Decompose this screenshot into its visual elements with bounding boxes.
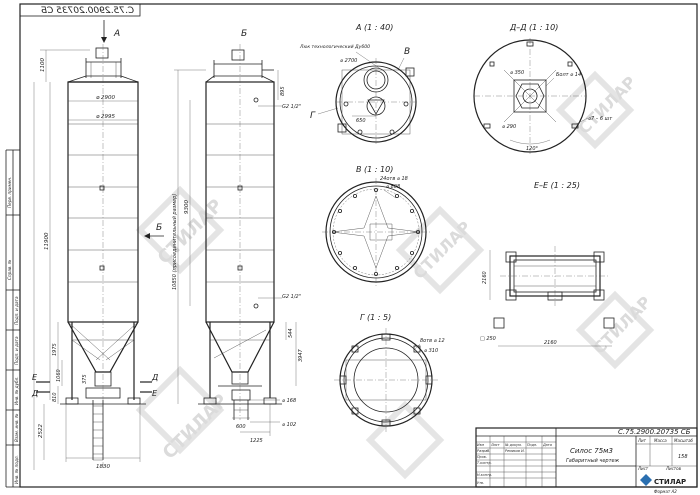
view-a-d2700: ⌀ 2700 [340, 58, 357, 64]
side-dim-g-upper: G2 1/2" [282, 104, 301, 110]
margin-label-first-use: Перв. примен. [7, 177, 12, 208]
view-ee-h2160: 2160 [482, 271, 488, 284]
front-dim-1060: 1060 [56, 369, 62, 382]
title-role-ncontrol: Н.контр. [477, 473, 492, 477]
title-product-name: Силос 75м3 [570, 447, 613, 455]
front-dim-top: 1100 [40, 58, 46, 72]
top-left-code-box: С.75.2900.20735 СБ [19, 3, 141, 17]
view-dd-d350: ⌀ 350 [510, 70, 524, 76]
front-dim-810: 810 [52, 392, 58, 402]
view-g-title: Г (1 : 5) [360, 313, 391, 322]
view-v: В (1 : 10) 24отв ⌀ 18 ⌀ 808 [322, 165, 430, 286]
margin-label-repl-inv: Взам. инв. № [14, 413, 19, 442]
front-dim-375: 375 [82, 374, 88, 384]
title-mass-value: 158 [678, 454, 688, 460]
front-dim-1975: 1975 [52, 343, 58, 356]
title-drawing-type: Габаритный чертеж [566, 458, 620, 464]
front-view-arrow-label: А [113, 29, 120, 39]
front-dim-2522: 2522 [38, 424, 44, 438]
front-dim-1830: 1830 [96, 464, 110, 470]
company-logo: СТИЛАР [640, 474, 686, 486]
view-a-hatch-label: Люк технологический Ду600 [299, 44, 370, 50]
view-dd-d290: ⌀ 290 [502, 124, 516, 130]
side-view: Б 895 [172, 29, 304, 444]
title-sheet: Лист [637, 466, 649, 471]
title-col-scale: Масштаб [674, 438, 694, 443]
side-view-title: Б [241, 29, 247, 39]
view-dd-title: Д–Д (1 : 10) [509, 23, 558, 32]
front-dim-d2900: ⌀ 2900 [96, 95, 116, 101]
title-row-list: Лист [490, 443, 501, 447]
title-role-tcontrol: Т.контр. [477, 461, 492, 465]
title-row-sign: Подп. [527, 443, 537, 447]
view-a-650: 650 [356, 118, 366, 124]
view-dd-bolt: Болт ⌀ 14 [556, 72, 581, 78]
view-a: А (1 : 40) Люк технологический Ду600 ⌀ 2… [299, 23, 417, 146]
side-dim-d168: ⌀ 168 [282, 398, 296, 404]
side-dim-895: 895 [280, 86, 286, 96]
watermark-layer: СТИЛАР СТИЛАР СТИЛАР СТИЛАР СТИЛАР [135, 70, 655, 480]
view-g: Г (1 : 5) 8отв ⌀ 12 ⌀ 310 [334, 313, 445, 432]
side-dim-g-lower: G2 1/2" [282, 294, 301, 300]
title-row-doc: № докум. [504, 443, 522, 447]
view-a-mark-g: Г [310, 111, 316, 121]
view-a-mark-v: В [404, 47, 410, 57]
view-dd-holes: ⌀7 – 6 шт [588, 116, 613, 122]
front-view: А [31, 20, 164, 470]
title-row-date: Дата [542, 443, 552, 447]
title-col-mass: Масса [654, 438, 667, 443]
title-row-izm: Изм [477, 443, 484, 447]
side-dim-1225: 1225 [250, 438, 263, 444]
margin-label-orig-inv: Инв. № подл. [14, 455, 19, 484]
margin-label-ref-no: Справ. № [7, 259, 12, 280]
front-dim-d2995: ⌀ 2995 [96, 114, 116, 120]
side-dim-total: 10850 (присоединительный размер) [172, 194, 178, 290]
view-g-bolt: 8отв ⌀ 12 [420, 338, 445, 344]
title-sheets: Листов [665, 466, 682, 471]
view-v-d808: ⌀ 808 [386, 184, 400, 190]
format-label: Формат А2 [654, 489, 677, 494]
front-view-b-mark: Б [156, 223, 162, 233]
side-dim-3947: 3947 [298, 348, 304, 362]
front-section-mark-e-right: Е [152, 389, 158, 398]
view-dd-angle: 120° [526, 146, 539, 152]
view-g-d310: ⌀ 310 [424, 348, 438, 354]
title-role-approve: Утв. [477, 481, 484, 485]
view-v-bolt: 24отв ⌀ 18 [380, 176, 408, 182]
view-ee-sq: □ 250 [480, 336, 496, 342]
front-section-mark-d-right: Д [151, 373, 158, 382]
margin-label-sign-date-1: Подп. и дата [14, 336, 19, 365]
view-v-title: В (1 : 10) [356, 165, 393, 174]
margin-label-dup-inv: Инв. № дубл. [14, 376, 19, 405]
side-dim-600: 600 [236, 424, 246, 430]
title-block-code: С.75.2900.20735 СБ [618, 428, 691, 436]
logo-text: СТИЛАР [654, 478, 686, 486]
margin-label-sign-date-2: Подп. и дата [14, 296, 19, 325]
front-section-mark-d-left: Д [31, 389, 38, 398]
title-block: С.75.2900.20735 СБ Лит Масса Масштаб 158… [475, 427, 698, 494]
view-dd: Д–Д (1 : 10) ⌀ 350 Болт ⌀ 14 ⌀ 290 ⌀7 – … [473, 23, 613, 154]
title-role-dev: Разраб. [477, 449, 490, 453]
side-dim-9300: 9300 [184, 200, 190, 214]
left-margin-labels: Перв. примен. Справ. № Подп. и дата Инв.… [7, 177, 19, 484]
top-left-code: С.75.2900.20735 СБ [41, 6, 134, 16]
view-ee-w2160: 2160 [544, 340, 557, 346]
sheet-frame [5, 3, 698, 488]
title-col-lit: Лит [637, 438, 647, 443]
side-dim-544: 544 [288, 328, 294, 338]
front-dim-height: 11900 [44, 232, 50, 250]
view-ee: Е–Е (1 : 25) 2160 2160 □ 250 [480, 181, 615, 347]
view-a-title: А (1 : 40) [355, 23, 393, 32]
title-role-check: Пров. [477, 455, 487, 459]
front-section-mark-e-left: Е [32, 373, 38, 382]
watermark-text-2: СТИЛАР [159, 390, 232, 463]
side-dim-d102: ⌀ 102 [282, 422, 296, 428]
view-ee-title: Е–Е (1 : 25) [534, 181, 580, 190]
title-developer: Ремиков И. [505, 449, 525, 453]
